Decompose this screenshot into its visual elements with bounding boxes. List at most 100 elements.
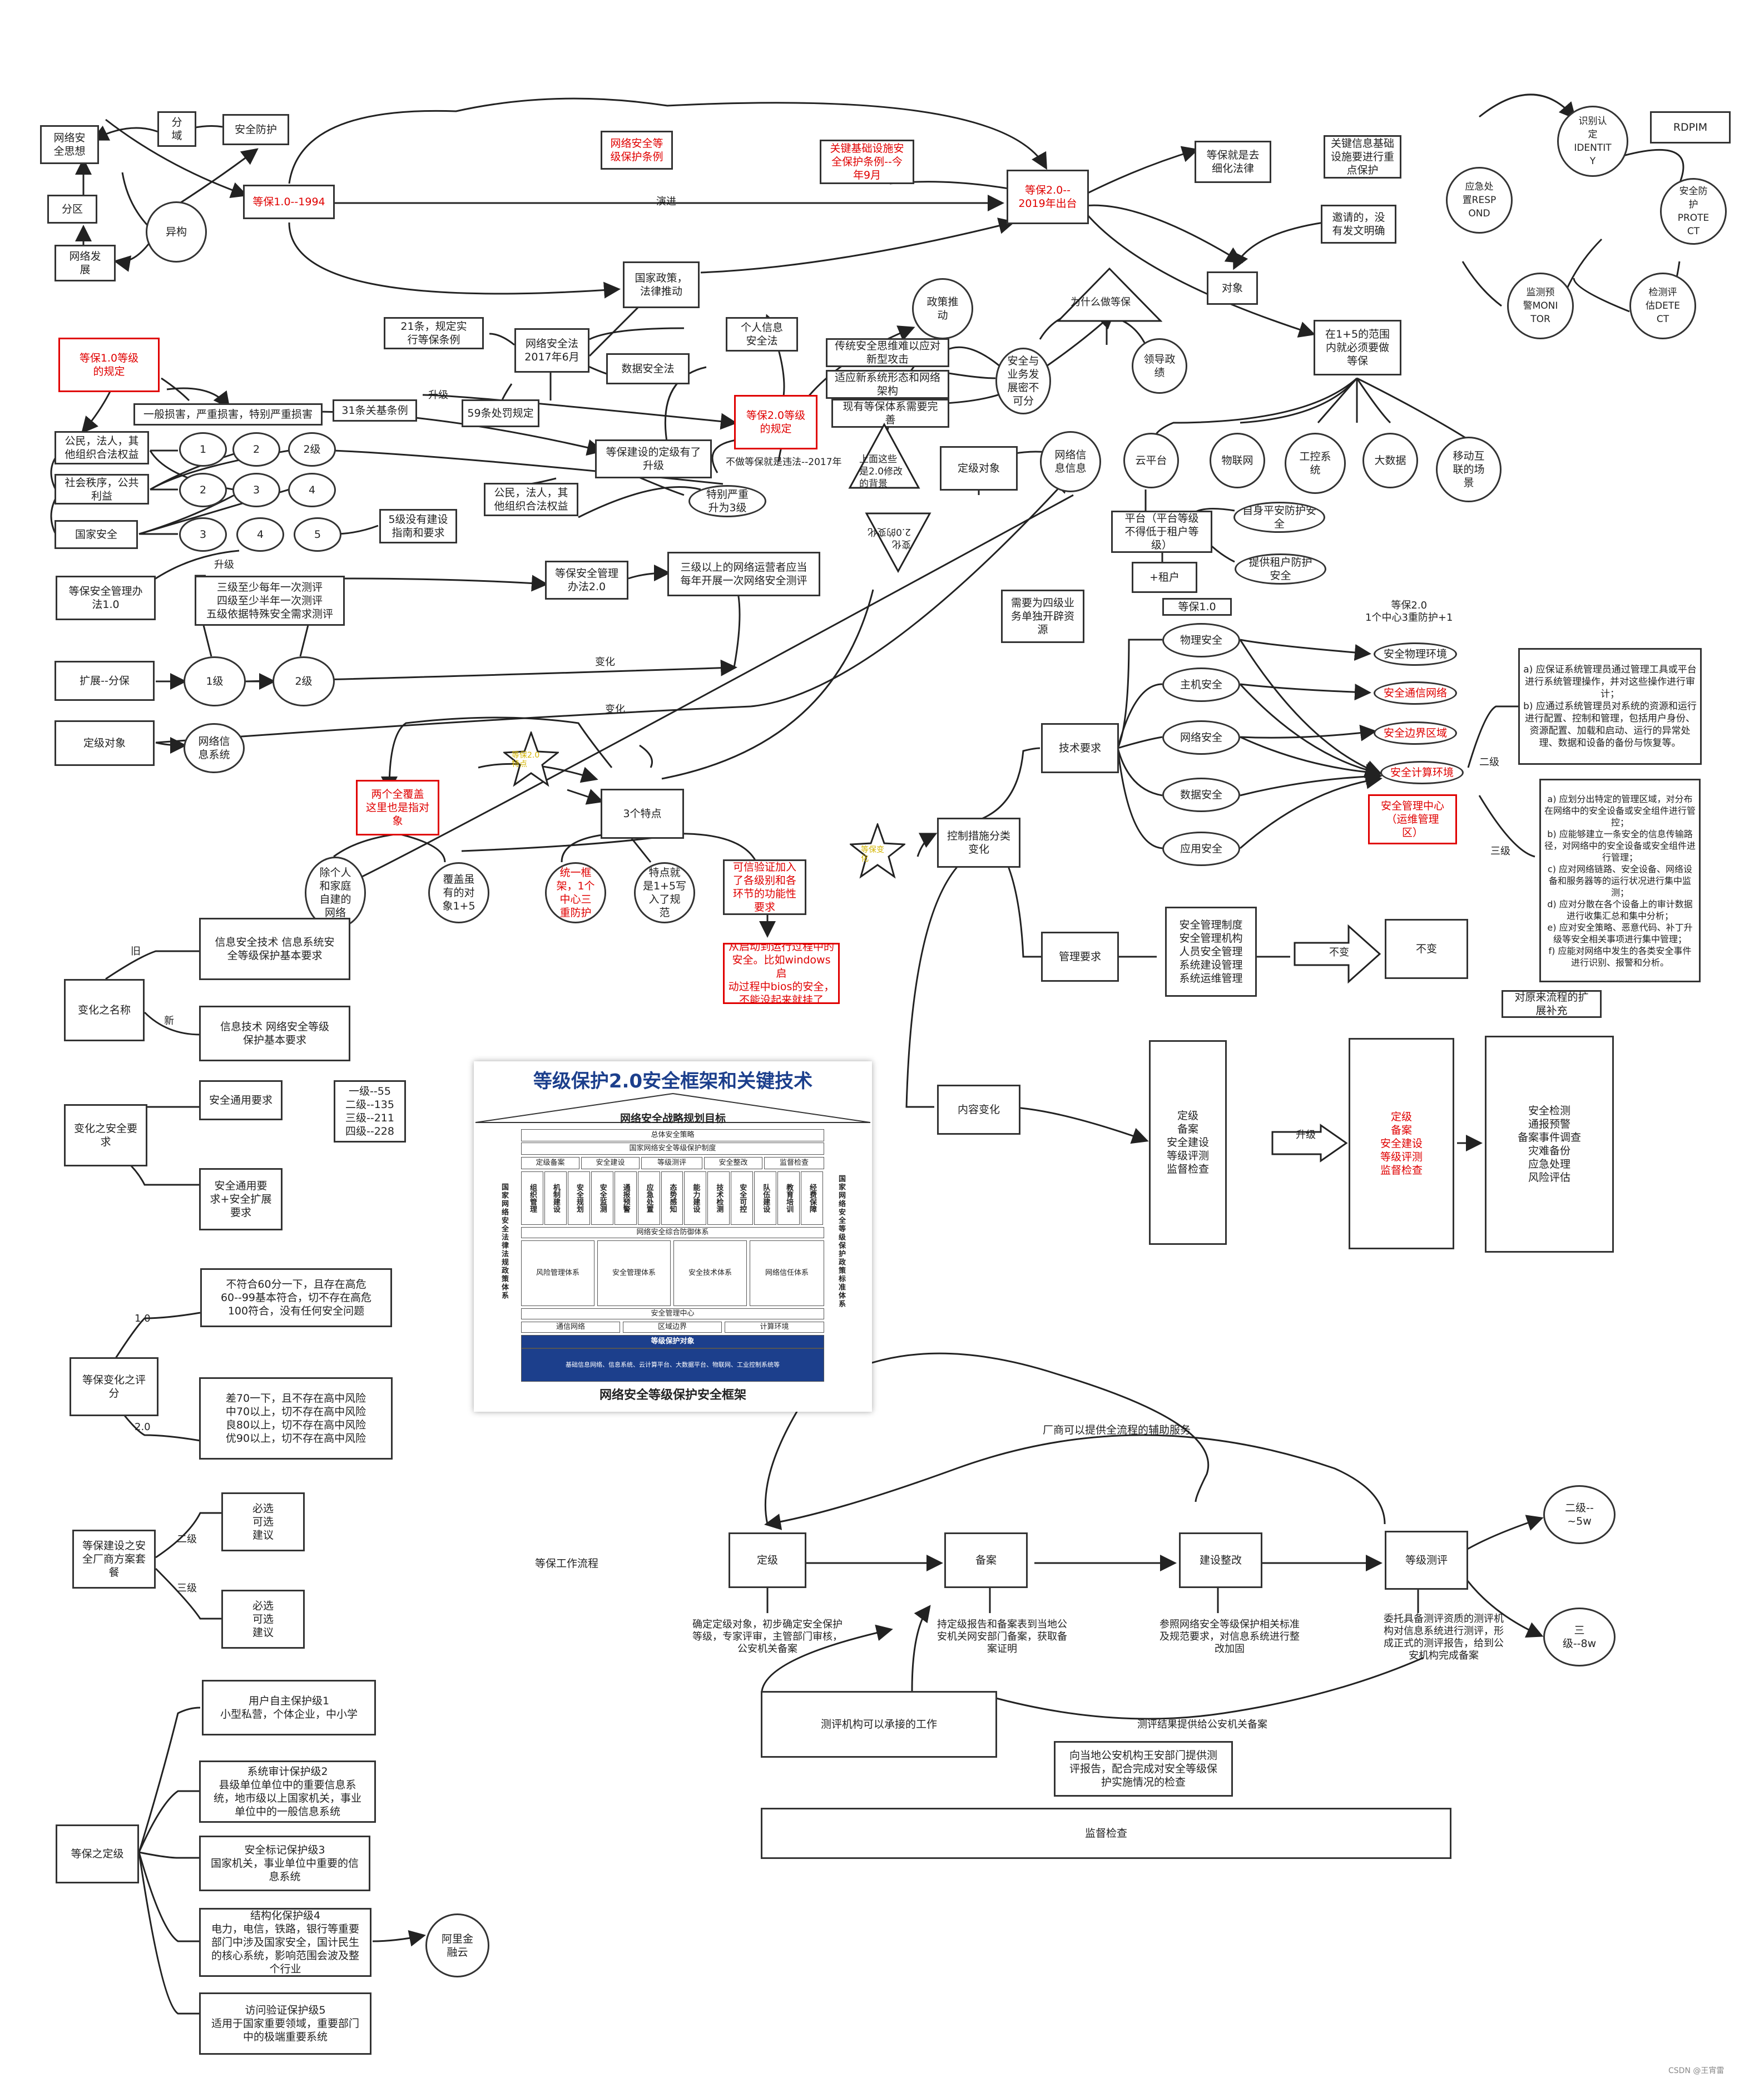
workflow-evaluation-node[interactable]: 等级测评 — [1385, 1531, 1468, 1590]
grading-object-node[interactable]: 定级对象 — [54, 720, 155, 766]
level-1-desc-node[interactable]: 用户自主保护级1 小型私营，个体企业，中小学 — [202, 1680, 376, 1735]
network-development-node[interactable]: 网络发 展 — [54, 245, 116, 281]
refine-law-node[interactable]: 等保就是去 细化法律 — [1195, 141, 1271, 183]
grading-upgraded-node[interactable]: 等保建设的定级有了 升级 — [595, 439, 712, 478]
dengbao-2-0-levels-node[interactable]: 等保2.0等级 的规定 — [734, 395, 817, 449]
vendor-package-node[interactable]: 等保建设之安 全厂商方案套 餐 — [72, 1530, 156, 1589]
test-frequency-node[interactable]: 三级至少每年一次测评 四级至少半年一次测评 五级依据特殊安全需求测评 — [195, 576, 345, 626]
platform-node[interactable]: 平台（平台等级 不得低于租户等 级） — [1111, 511, 1212, 553]
protect-node[interactable]: 安全防 护 PROTE CT — [1660, 178, 1727, 245]
level-3-annual-node[interactable]: 三级以上的网络运营者应当 每年开展一次网络安全测评 — [667, 552, 820, 596]
network-info-node[interactable]: 网络信 息信息 — [1040, 431, 1101, 492]
traditional-thinking-node[interactable]: 传统安全思维难以应对 新型攻击 — [826, 338, 949, 367]
mgmt-list-node[interactable]: 安全管理制度 安全管理机构 人员安全管理 系统建设管理 系统运维管理 — [1165, 907, 1257, 997]
scoring-v1-node[interactable]: 不符合60分一下，且存在高危 60--99基本符合，切不存在高危 100符合，没… — [200, 1268, 392, 1327]
vendor-options-3-node[interactable]: 必选 可选 建议 — [221, 1590, 305, 1649]
dengbao-1-0-node[interactable]: 等保1.0--1994 — [243, 185, 335, 219]
name-change-node[interactable]: 变化之名称 — [64, 979, 145, 1041]
self-protection-node[interactable]: 自身平安防护安 全 — [1233, 502, 1325, 533]
control-measures-node[interactable]: 控制措施分类 变化 — [937, 818, 1020, 868]
level-3-price-node[interactable]: 三 级--8w — [1543, 1608, 1616, 1666]
personal-info-law-node[interactable]: 个人信息 安全法 — [726, 317, 798, 352]
invited-node[interactable]: 邀请的，没 有发文明确 — [1321, 205, 1396, 244]
leader-performance-node[interactable]: 领导政 绩 — [1132, 338, 1187, 394]
citizen-rights-node[interactable]: 公民，法人，其 他组织合法权益 — [54, 431, 149, 464]
unified-framework-node[interactable]: 统一框 架，1个 中心三 重防护 — [545, 862, 606, 923]
supervision-node[interactable]: 监督检查 — [761, 1808, 1451, 1859]
level-circle-2-ji[interactable]: 2级 — [288, 432, 336, 467]
monitor-node[interactable]: 监测预 警MONI TOR — [1507, 273, 1574, 339]
level-3-requirements-node[interactable]: a) 应划分出特定的管理区域，对分布在网络中的安全设备或安全组件进行管控； b)… — [1539, 779, 1701, 982]
management-1-0-node[interactable]: 等保安全管理办 法1.0 — [56, 576, 156, 620]
iot-node[interactable]: 物联网 — [1210, 433, 1265, 488]
general-ext-req-node[interactable]: 安全通用要 求+安全扩展 要求 — [199, 1168, 283, 1230]
eval-org-work-node[interactable]: 测评机构可以承接的工作 — [761, 1691, 997, 1758]
feature-star[interactable] — [503, 731, 559, 787]
level-2-requirements-node[interactable]: a) 应保证系统管理员通过管理工具或平台进行系统管理操作，并对这些操作进行审计；… — [1518, 648, 1702, 765]
general-req-node[interactable]: 安全通用要求 — [199, 1080, 283, 1120]
identify-node[interactable]: 识别认 定 IDENTIT Y — [1557, 106, 1628, 177]
industrial-control-node[interactable]: 工控系 统 — [1285, 433, 1346, 494]
existing-system-node[interactable]: 现有等保体系需要完 善 — [831, 399, 949, 428]
data-security-node[interactable]: 数据安全 — [1162, 778, 1240, 812]
scoring-change-node[interactable]: 等保变化之评 分 — [70, 1357, 158, 1416]
domain-split-node[interactable]: 分 域 — [157, 111, 196, 147]
scope-1-5-node[interactable]: 在1+5的范围 内就必须要做 等保 — [1314, 320, 1401, 375]
alibaba-finance-cloud-node[interactable]: 阿里金 融云 — [425, 1913, 489, 1977]
network-security-thinking-node[interactable]: 网络安 全思想 — [40, 125, 99, 164]
requirement-change-node[interactable]: 变化之安全要 求 — [64, 1104, 147, 1166]
except-personal-node[interactable]: 除个人 和家庭 自建的 网络 — [305, 857, 366, 929]
tenant-protection-node[interactable]: 提供租户防护 安全 — [1235, 553, 1326, 585]
critical-infrastructure-node[interactable]: 关键基础设施安 全保护条例--今 年9月 — [820, 140, 914, 184]
special-serious-node[interactable]: 特别严重 升为3级 — [688, 485, 766, 517]
level-circle-3a[interactable]: 3 — [232, 473, 280, 507]
workflow-rectify-node[interactable]: 建设整改 — [1179, 1532, 1262, 1588]
security-protection-node[interactable]: 安全防护 — [222, 114, 289, 145]
article-31-node[interactable]: 31条关基条例 — [333, 399, 417, 422]
security-regulation-node[interactable]: 网络安全等 级保护条例 — [601, 131, 673, 170]
new-name-node[interactable]: 信息技术 网络安全等级 保护基本要求 — [199, 1006, 350, 1061]
grading-levels-node[interactable]: 等保之定级 — [56, 1824, 139, 1883]
scoring-v2-node[interactable]: 差70一下，且不存在高中风险 中70以上，切不存在高中风险 良80以上，切不存在… — [199, 1377, 393, 1460]
level-5-guide-node[interactable]: 5级没有建设 指南和要求 — [379, 509, 457, 543]
change-star[interactable] — [850, 823, 905, 879]
workflow-grading-node[interactable]: 定级 — [729, 1532, 806, 1588]
content-change-node[interactable]: 内容变化 — [937, 1085, 1020, 1135]
partition-node[interactable]: 分区 — [47, 195, 97, 224]
target-object-node[interactable]: 对象 — [1207, 271, 1258, 305]
level-2-desc-node[interactable]: 系统审计保护级2 县级单位单位中的重要信息系 统，地市级以上国家机关，事业 单位… — [199, 1760, 376, 1823]
level-3-desc-node[interactable]: 安全标记保护级3 国家机关，事业单位中重要的信 息系统 — [199, 1836, 370, 1891]
dengbao-2-0-node[interactable]: 等保2.0-- 2019年出台 — [1007, 170, 1089, 224]
detect-node[interactable]: 检测评 估DETE CT — [1629, 273, 1696, 339]
adapt-new-system-node[interactable]: 适应新系统形态和网络 架构 — [826, 370, 949, 399]
three-features-node[interactable]: 3个特点 — [601, 789, 684, 839]
grading-object-node-2[interactable]: 定级对象 — [940, 446, 1018, 491]
background-triangle[interactable] — [848, 423, 920, 489]
national-security-node[interactable]: 国家安全 — [54, 520, 138, 549]
security-business-node[interactable]: 安全与 业务发 展密不 可分 — [995, 348, 1051, 414]
workflow-filing-node[interactable]: 备案 — [944, 1532, 1028, 1588]
mobile-internet-node[interactable]: 移动互 联的场 景 — [1436, 437, 1502, 502]
cloud-platform-node[interactable]: 云平台 — [1123, 433, 1179, 488]
level-5-desc-node[interactable]: 访问验证保护级5 适用于国家重要领域，重要部门 中的极端重要系统 — [199, 1992, 371, 2055]
tenant-node[interactable]: +租户 — [1132, 562, 1197, 593]
damage-levels-node[interactable]: 一般损害，严重损害，特别严重损害 — [133, 403, 323, 426]
big-data-node[interactable]: 大数据 — [1362, 433, 1418, 488]
extension-classified-node[interactable]: 扩展--分保 — [54, 661, 155, 701]
respond-node[interactable]: 应急处 置RESP OND — [1446, 167, 1513, 234]
boot-security-node[interactable]: 从启动到运行过程中的 安全。比如windows启 动过程中bios的安全， 不能… — [723, 943, 840, 1004]
data-security-law-node[interactable]: 数据安全法 — [606, 353, 690, 384]
network-info-system-node[interactable]: 网络信 息系统 — [184, 723, 245, 773]
critical-info-infra-node[interactable]: 关键信息基础 设施要进行重 点保护 — [1324, 135, 1401, 179]
compute-env-node[interactable]: 安全计算环境 — [1380, 761, 1464, 784]
host-security-node[interactable]: 主机安全 — [1162, 667, 1240, 702]
boundary-node[interactable]: 安全边界区域 — [1374, 721, 1457, 745]
app-security-node[interactable]: 应用安全 — [1162, 832, 1240, 866]
physical-security-node[interactable]: 物理安全 — [1162, 623, 1240, 657]
level-circle-3b[interactable]: 3 — [179, 517, 227, 552]
change-triangle[interactable] — [865, 512, 931, 573]
item-count-node[interactable]: 一级--55 二级--135 三级--211 四级--228 — [334, 1080, 406, 1143]
level-circle-1[interactable]: 1 — [179, 432, 227, 467]
content-new-node[interactable]: 安全检测 通报预警 备案事件调查 灾难备份 应急处理 风险评估 — [1485, 1036, 1614, 1253]
network-security-node[interactable]: 网络安全 — [1162, 720, 1240, 755]
